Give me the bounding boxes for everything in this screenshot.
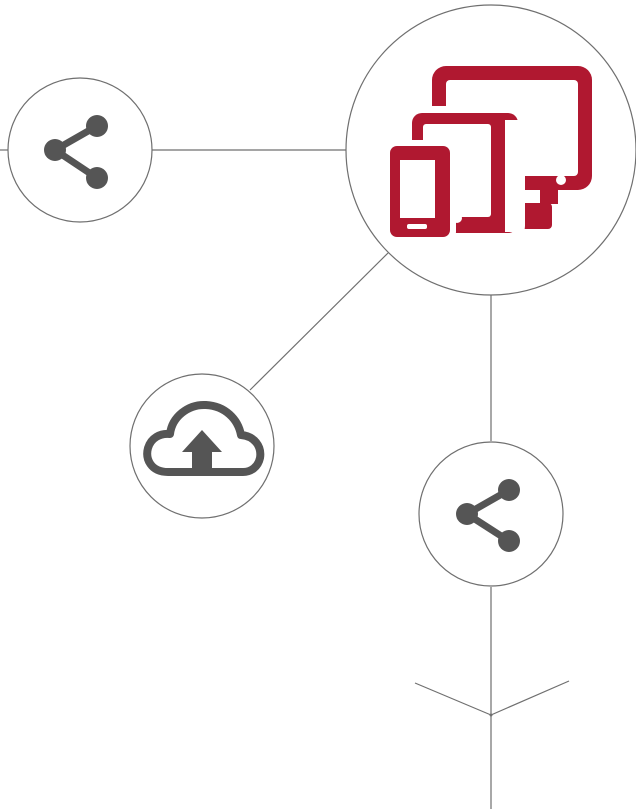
node-share-top[interactable] (7, 77, 153, 223)
node-devices-hub[interactable] (345, 4, 636, 296)
node-ring (418, 441, 564, 587)
fork-junction (489, 713, 493, 717)
share-icon (44, 115, 108, 189)
connectors (0, 149, 570, 809)
branch-right-arm (490, 680, 570, 716)
node-ring (7, 77, 153, 223)
node-share-bottom[interactable] (418, 441, 564, 587)
edge-devices-hub-to-cloud-upload (249, 252, 389, 391)
phone-icon (384, 140, 456, 243)
share-icon (456, 479, 520, 552)
branch-left-arm (414, 682, 492, 716)
node-cloud-upload[interactable] (129, 373, 275, 519)
devices-icon (384, 66, 592, 243)
cloud-upload-icon (143, 401, 265, 476)
